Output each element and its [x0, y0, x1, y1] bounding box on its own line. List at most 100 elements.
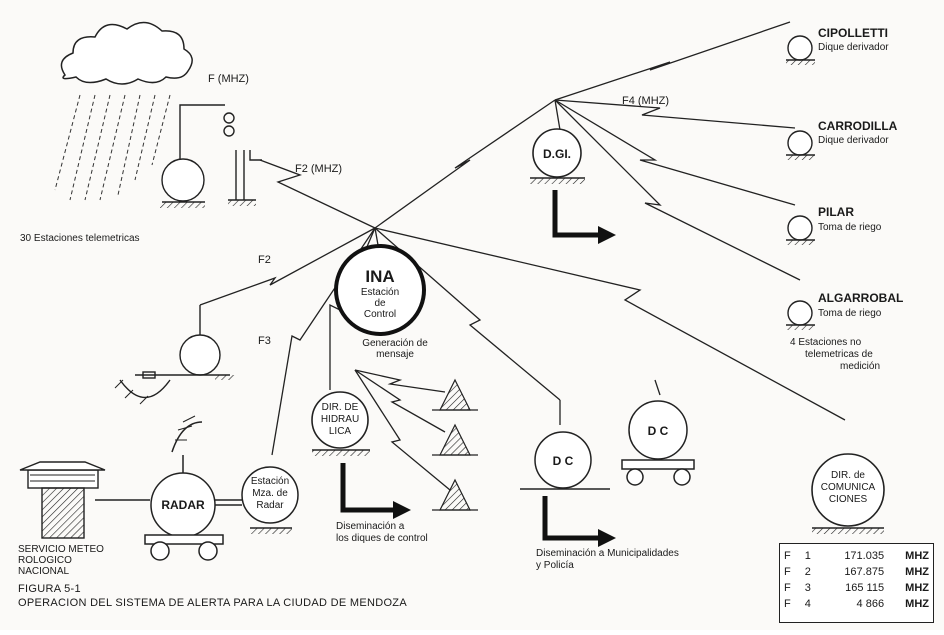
figure-title: OPERACION DEL SISTEMA DE ALERTA PARA LA … [18, 597, 407, 609]
generation-label-2: mensaje [376, 349, 414, 360]
telemetric-station [160, 104, 262, 208]
radar-label: RADAR [161, 498, 205, 512]
station-name-pilar: PILAR [818, 205, 854, 219]
dc-stations [520, 400, 695, 547]
link-carrodilla [554, 99, 796, 129]
station-name-algarrobal: ALGARROBAL [818, 291, 903, 305]
dir-comunicaciones-label-2: COMUNICA [821, 482, 876, 493]
f-mhz-label: F (MHZ) [208, 73, 249, 85]
arrow-right-icon [393, 501, 411, 519]
dc-label-1: D C [553, 454, 574, 468]
freq-value: 171.035 [844, 550, 885, 562]
freq-label: F [784, 550, 791, 562]
frequency-table: F 1 171.035 MHZ F 2 167.875 MHZ F 3 165 … [779, 543, 934, 623]
rain-cloud-icon [54, 21, 193, 201]
dgi-label: D.GI. [543, 147, 571, 161]
f3-label: F3 [258, 335, 271, 347]
freq-index: 2 [804, 566, 811, 578]
link-dgi-antenna [554, 99, 561, 131]
radar-station-label-2: Mza. de [252, 488, 288, 499]
generation-label-1: Generación de [362, 338, 428, 349]
link-hub-dgi [374, 99, 556, 229]
remote-station-icons [786, 35, 815, 330]
arrow-right-icon [598, 529, 616, 547]
link-f2-ground [199, 227, 376, 306]
link-dc [374, 227, 561, 401]
link-comunicaciones [374, 227, 846, 421]
telemetric-stations-label: 30 Estaciones telemetricas [20, 233, 140, 244]
station-type-pilar: Toma de riego [818, 222, 882, 233]
link-f2-telemetric [259, 159, 376, 229]
ina-control-station [334, 244, 426, 336]
figure-number: FIGURA 5-1 [18, 583, 81, 595]
freq-value: 167.875 [844, 566, 885, 578]
frequency-table-grid: F 1 171.035 MHZ F 2 167.875 MHZ F 3 165 … [780, 548, 933, 612]
frequency-row: F 1 171.035 MHZ [780, 548, 933, 564]
freq-unit: MHZ [905, 582, 929, 594]
non-telemetric-label-2: telemetricas de [805, 349, 873, 360]
link-algarrobal [554, 99, 801, 281]
non-telemetric-label-3: medición [840, 361, 880, 372]
link-dam-3 [354, 369, 451, 491]
dissemination-munis-label-1: Diseminación a Municipalidades [536, 548, 679, 559]
freq-unit: MHZ [905, 550, 929, 562]
ina-sub-2: de [374, 298, 386, 309]
dir-comunicaciones-label-3: CIONES [829, 494, 868, 505]
link-cipolletti [554, 21, 791, 101]
radar-station-label-3: Radar [256, 500, 284, 511]
frequency-row: F 3 165 115 MHZ [780, 580, 933, 596]
ina-label: INA [365, 267, 394, 286]
dam-icons [432, 378, 478, 511]
radar-station-circle [241, 466, 299, 524]
dir-hidraulica-label-3: LICA [329, 426, 352, 437]
f2-mhz-label: F2 (MHZ) [295, 163, 342, 175]
f2-label: F2 [258, 254, 271, 266]
freq-label: F [784, 566, 791, 578]
radio-links [199, 21, 846, 491]
ina-sub-3: Control [364, 309, 396, 320]
freq-index: 1 [804, 550, 811, 562]
dc-label-2: D C [648, 424, 669, 438]
link-pilar [554, 99, 796, 206]
freq-index: 3 [804, 582, 811, 594]
frequency-row: F 4 4 866 MHZ [780, 596, 933, 612]
arrow-right-icon [598, 226, 616, 244]
dissemination-munis-label-2: y Policía [536, 560, 574, 571]
smn-label-1: SERVICIO METEO [18, 544, 104, 555]
link-dc-2 [654, 379, 661, 396]
frequency-row: F 2 167.875 MHZ [780, 564, 933, 580]
station-name-carrodilla: CARRODILLA [818, 119, 898, 133]
freq-unit: MHZ [905, 566, 929, 578]
rain-gauge-icon [161, 158, 205, 202]
freq-index: 4 [804, 598, 811, 610]
dissemination-dams-label-2: los diques de control [336, 533, 428, 544]
dir-comunicaciones-station [811, 453, 885, 534]
freq-unit: MHZ [905, 598, 929, 610]
freq-label: F [784, 582, 791, 594]
station-name-cipolletti: CIPOLLETTI [818, 26, 888, 40]
non-telemetric-label-1: 4 Estaciones no [790, 337, 862, 348]
dgi-station [530, 128, 616, 244]
f4-mhz-label: F4 (MHZ) [622, 95, 669, 107]
station-type-carrodilla: Dique derivador [818, 135, 889, 146]
radar-station [144, 415, 299, 561]
dir-hidraulica-station [311, 391, 411, 519]
link-ina [374, 227, 379, 246]
smn-building-icon [19, 461, 150, 539]
link-dam-2 [354, 369, 446, 433]
ground-station [114, 305, 235, 405]
dissemination-dams-label-1: Diseminación a [336, 521, 405, 532]
dir-hidraulica-label-2: HIDRAU [321, 414, 359, 425]
freq-value: 4 866 [856, 598, 885, 610]
radar-station-label-1: Estación [251, 476, 289, 487]
freq-label: F [784, 598, 791, 610]
station-type-algarrobal: Toma de riego [818, 308, 882, 319]
dir-hidraulica-label-1: DIR. DE [322, 402, 359, 413]
freq-value: 165 115 [845, 582, 885, 594]
link-dam-1 [354, 369, 446, 393]
smn-label-2: ROLOGICO [18, 555, 72, 566]
ina-sub-1: Estación [361, 287, 399, 298]
smn-label-3: NACIONAL [18, 566, 70, 577]
